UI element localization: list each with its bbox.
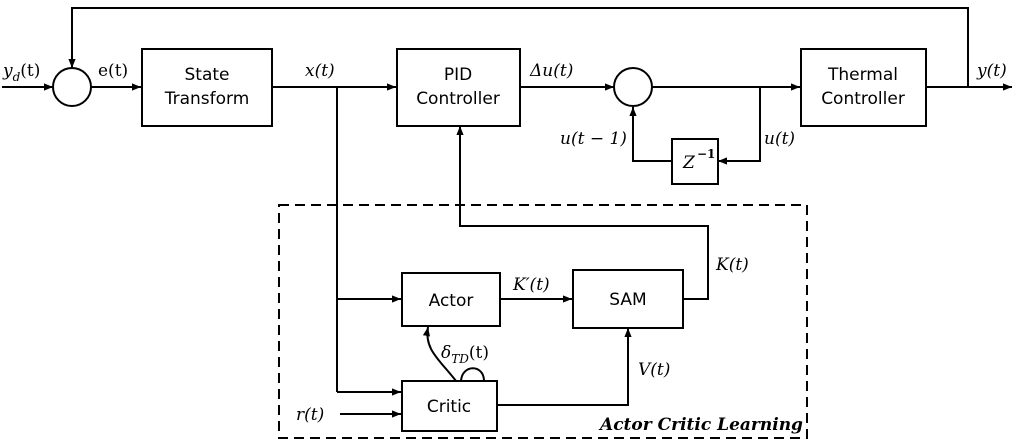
actor-label: Actor [429,291,474,311]
actor-block: Actor [401,272,501,327]
z-inverse-exp: −1 [697,147,715,161]
v-line [497,328,632,406]
signal-k-label: K(t) [715,255,749,275]
svg-text:yd(t): yd(t) [2,61,40,84]
svg-text:δTD(t): δTD(t) [441,343,489,366]
yd-rest: (t) [20,61,40,81]
summing-junction-control [613,67,653,107]
yd-base: y [2,61,13,81]
state-transform-block: State Transform [141,48,273,127]
signal-k-prime-label: K′(t) [512,275,550,295]
thermal-label-2: Controller [821,89,905,109]
signal-delta-u-label: Δu(t) [529,61,573,81]
actor-critic-region [278,204,808,439]
delta-td-base: δ [441,343,451,363]
region-label: Actor Critic Learning [598,415,803,435]
critic-block: Critic [401,380,498,432]
critic-label: Critic [427,397,471,417]
signal-u-prev-label: u(t − 1) [560,129,627,149]
feedback-line [68,7,969,87]
delta-td-rest: (t) [469,343,489,363]
delta-td-loop [460,367,485,382]
summing-junction-input [52,67,92,107]
state-transform-label-1: State [185,65,230,85]
signal-r-label: r(t) [296,405,324,425]
yd-sub: d [13,70,21,84]
z-to-sum-line [629,107,672,162]
pid-controller-block: PID Controller [396,48,521,127]
z-inverse-block: Z −1 [671,138,719,185]
sam-label: SAM [609,290,646,310]
signal-e-label: e(t) [98,61,128,81]
signal-x-label: x(t) [305,61,335,81]
z-inverse-base: Z [682,153,696,173]
signal-yd-label: yd(t) [2,61,40,84]
signal-delta-td-label: δTD(t) [441,343,489,366]
pid-label-2: Controller [416,89,500,109]
state-transform-label-2: Transform [164,89,250,109]
k-line [456,126,709,300]
thermal-controller-block: Thermal Controller [800,48,927,127]
signal-y-label: y(t) [976,61,1007,81]
u-to-z-line [718,87,761,165]
thermal-label-1: Thermal [827,65,898,85]
delta-td-sub: TD [451,352,469,366]
signal-v-label: V(t) [638,360,670,380]
sam-block: SAM [572,269,684,329]
pid-label-1: PID [444,65,472,85]
delta-td-arc [422,326,457,382]
signal-u-label: u(t) [764,129,795,149]
